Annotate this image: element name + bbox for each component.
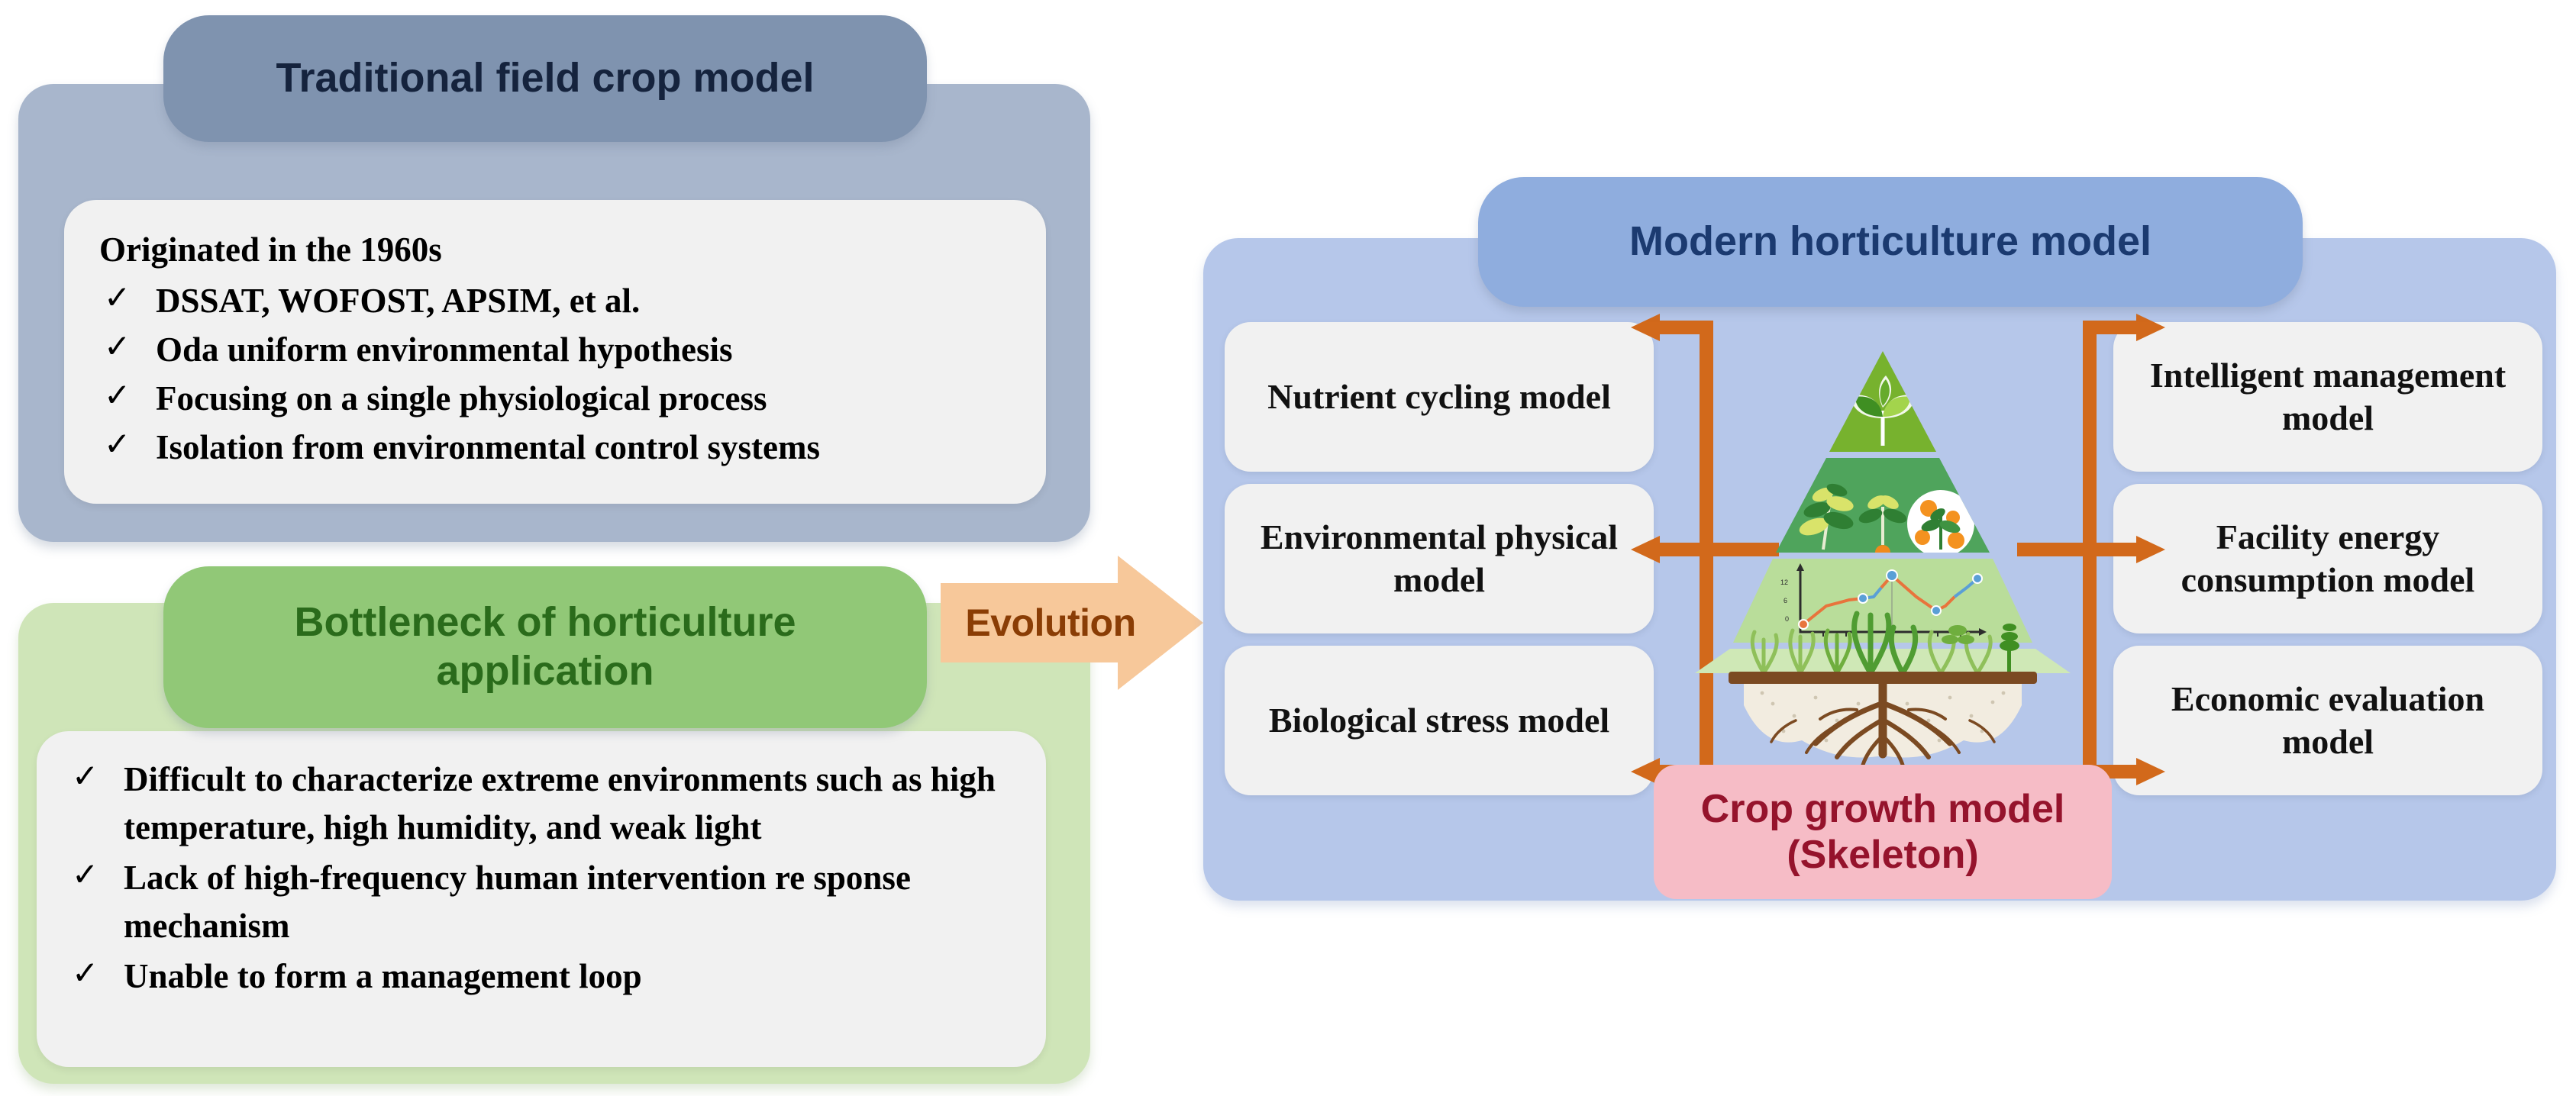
list-item-label: Unable to form a management loop [124, 957, 642, 995]
traditional-lead-text: Originated in the 1960s [99, 230, 442, 269]
evolution-label: Evolution [965, 601, 1136, 644]
model-box-facility-energy-consumption[interactable]: Facility energy consumption model [2113, 484, 2542, 633]
list-item-label: Oda uniform environmental hypothesis [156, 330, 733, 369]
svg-text:0: 0 [1785, 615, 1789, 623]
bottleneck-content-card: ✓ Difficult to characterize extreme envir… [37, 731, 1046, 1067]
list-item: ✓ Lack of high-frequency human interventi… [67, 854, 1015, 950]
modern-model-title-pill: Modern horticulture model [1478, 177, 2303, 307]
check-icon: ✓ [104, 279, 131, 316]
model-box-biological-stress[interactable]: Biological stress model [1225, 646, 1654, 795]
soil-line [1729, 672, 2037, 684]
list-item-label: DSSAT, WOFOST, APSIM, et al. [156, 282, 641, 320]
check-icon: ✓ [104, 376, 131, 414]
check-icon: ✓ [72, 856, 99, 893]
list-item: ✓ Isolation from environmental control sy… [99, 424, 1011, 472]
model-box-nutrient-cycling[interactable]: Nutrient cycling model [1225, 322, 1654, 472]
bottleneck-title-pill: Bottleneck of horticulture application [163, 566, 927, 728]
list-item: ✓ Difficult to characterize extreme envir… [67, 756, 1015, 852]
pyramid-tier-growth-chart: 12 6 0 [1733, 559, 2032, 643]
evolution-arrow-icon [941, 556, 1203, 690]
pyramid-tier-plants-fruit [1776, 458, 1990, 553]
list-item: ✓ DSSAT, WOFOST, APSIM, et al. [99, 277, 1011, 325]
list-item: ✓ Oda uniform environmental hypothesis [99, 326, 1011, 374]
list-item-label: Focusing on a single physiological proce… [156, 379, 767, 417]
right-connector-arrows-icon [2009, 305, 2170, 794]
pyramid-tier-seedling [1829, 351, 1936, 452]
skeleton-line-2: (Skeleton) [1787, 833, 1979, 877]
model-box-intelligent-management[interactable]: Intelligent management model [2113, 322, 2542, 472]
check-icon: ✓ [72, 954, 99, 991]
crop-field-plants [1750, 611, 2019, 676]
check-icon: ✓ [72, 757, 99, 795]
list-item: ✓ Focusing on a single physiological proc… [99, 375, 1011, 423]
traditional-checklist: ✓ DSSAT, WOFOST, APSIM, et al. ✓ Oda unifo… [99, 277, 1011, 472]
model-box-economic-evaluation[interactable]: Economic evaluation model [2113, 646, 2542, 795]
list-item-label: Difficult to characterize extreme enviro… [124, 760, 996, 846]
crop-growth-pyramid-illustration: 12 6 0 [1674, 345, 2092, 769]
list-item: ✓ Unable to form a management loop [67, 953, 1015, 1001]
soil-and-roots [1744, 679, 2022, 767]
check-icon: ✓ [104, 327, 131, 365]
crop-growth-model-skeleton-box[interactable]: Crop growth model (Skeleton) [1654, 765, 2112, 899]
svg-text:12: 12 [1780, 579, 1788, 586]
list-item-label: Lack of high-frequency human interventio… [124, 859, 911, 945]
list-item-label: Isolation from environmental control sys… [156, 428, 820, 466]
traditional-model-title-pill: Traditional field crop model [163, 15, 927, 142]
check-icon: ✓ [104, 425, 131, 463]
svg-text:6: 6 [1784, 597, 1787, 604]
bottleneck-checklist: ✓ Difficult to characterize extreme envir… [67, 756, 1015, 1001]
model-box-environmental-physical[interactable]: Environmental physical model [1225, 484, 1654, 633]
pyramid-tier-crop-field [1695, 649, 2071, 673]
skeleton-line-1: Crop growth model [1700, 786, 2065, 831]
traditional-content-card: Originated in the 1960s ✓ DSSAT, WOFOST, … [64, 200, 1046, 504]
